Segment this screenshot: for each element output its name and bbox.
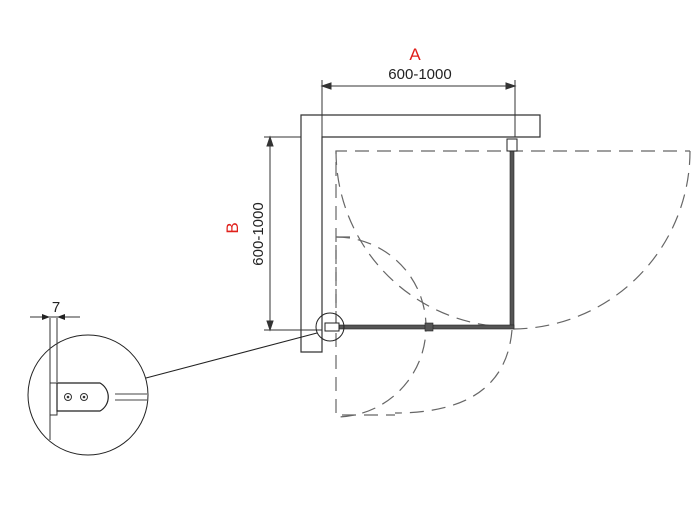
dimension-b-value: 600-1000 xyxy=(250,202,267,265)
dimension-a xyxy=(320,80,517,137)
hinge-detail xyxy=(27,314,149,456)
dimension-a-value: 600-1000 xyxy=(388,66,451,83)
dimension-b-label: B xyxy=(223,222,242,233)
detail-marker-circle xyxy=(315,312,345,342)
dimension-a-label: A xyxy=(409,45,421,64)
dimension-b xyxy=(264,135,322,332)
detail-gap-value: 7 xyxy=(52,299,60,316)
wall-outline xyxy=(300,114,541,353)
glass-panels xyxy=(324,138,518,332)
detail-leader-line xyxy=(145,332,318,379)
